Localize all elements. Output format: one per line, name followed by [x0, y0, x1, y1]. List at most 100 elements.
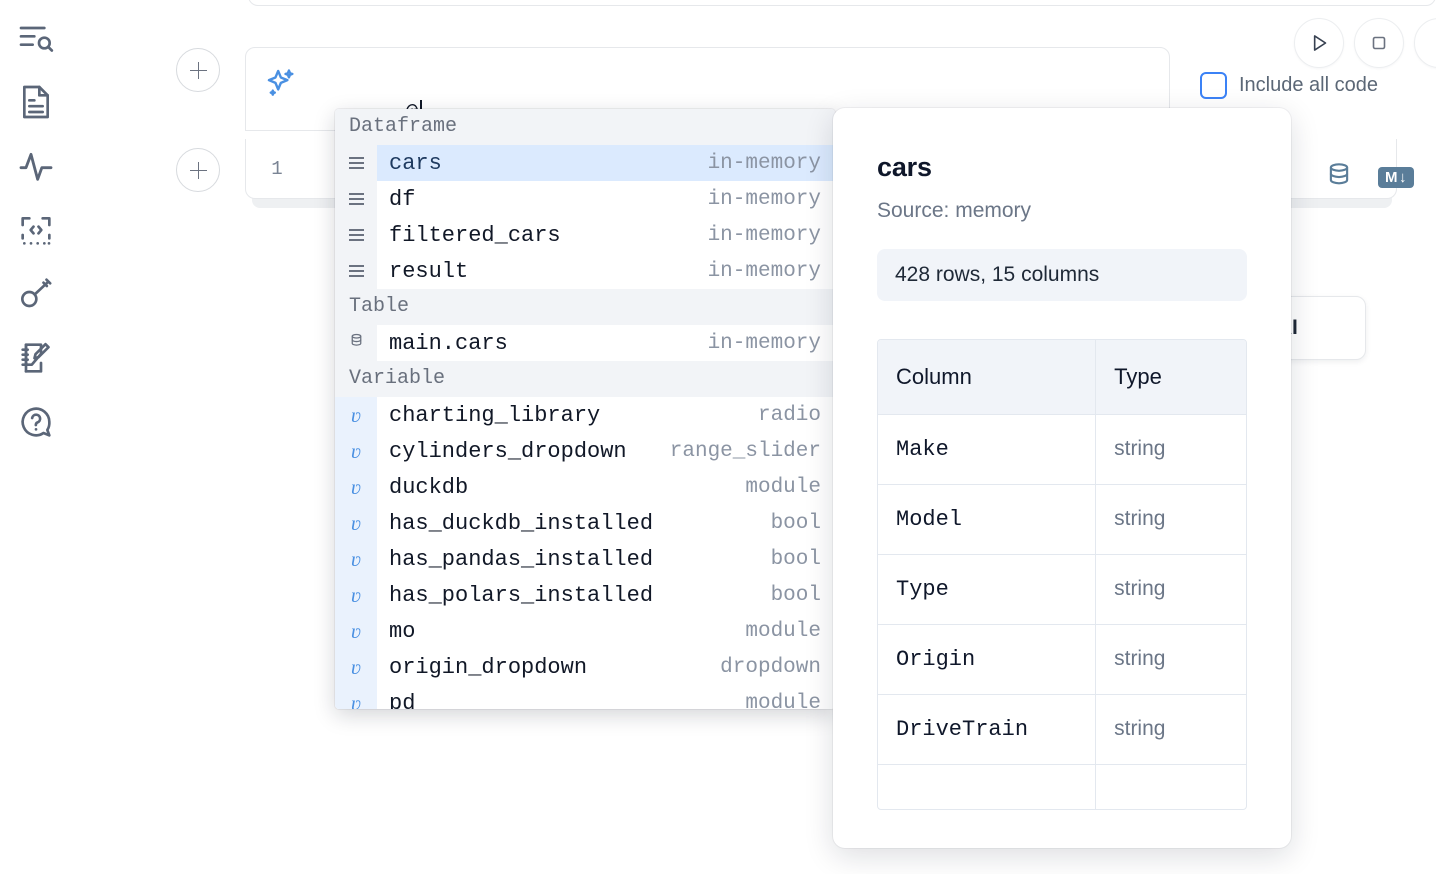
- autocomplete-item-icon: ʋ: [335, 541, 377, 577]
- autocomplete-item-meta: range_slider: [669, 439, 821, 463]
- autocomplete-item-meta: bool: [770, 547, 821, 571]
- variable-v-icon: ʋ: [350, 690, 362, 710]
- sidebar-item-file[interactable]: [14, 80, 58, 124]
- sidebar-item-activity[interactable]: [14, 144, 58, 188]
- autocomplete-item-meta: in-memory: [707, 259, 821, 283]
- autocomplete-item-meta: module: [745, 619, 821, 643]
- run-cell-button[interactable]: [1294, 18, 1344, 68]
- file-text-icon: [16, 82, 56, 122]
- autocomplete-item[interactable]: result in-memory: [335, 253, 835, 289]
- more-actions-button[interactable]: [1414, 18, 1436, 68]
- sidebar-item-scratchpad[interactable]: [14, 336, 58, 380]
- database-icon[interactable]: [1324, 160, 1354, 195]
- cell-column-name: DriveTrain: [878, 695, 1096, 765]
- cell-column-name: Origin: [878, 625, 1096, 695]
- autocomplete-item-icon: ʋ: [335, 649, 377, 685]
- autocomplete-item-icon: ʋ: [335, 577, 377, 613]
- variable-v-icon: ʋ: [350, 546, 362, 571]
- include-all-code-row[interactable]: Include all code: [1200, 72, 1378, 99]
- cell-column-type: [1095, 765, 1246, 809]
- autocomplete-item-icon: ʋ: [335, 613, 377, 649]
- autocomplete-item[interactable]: ʋ cylinders_dropdown range_slider: [335, 433, 835, 469]
- add-cell-below-button[interactable]: [176, 148, 220, 192]
- dataframe-lines-icon: [348, 265, 364, 277]
- autocomplete-item-icon: ʋ: [335, 505, 377, 541]
- doc-shape-badge: 428 rows, 15 columns: [877, 249, 1247, 301]
- markdown-badge-letter: M: [1385, 169, 1398, 186]
- autocomplete-item-icon: [335, 181, 377, 217]
- stop-cell-button[interactable]: [1354, 18, 1404, 68]
- autocomplete-item-name: cars: [389, 150, 442, 176]
- autocomplete-group-header: Variable: [335, 361, 835, 397]
- autocomplete-item-icon: [335, 217, 377, 253]
- markdown-icon[interactable]: M↓: [1378, 167, 1414, 188]
- column-header-column: Column: [878, 340, 1096, 415]
- cell-column-name: Model: [878, 485, 1096, 555]
- autocomplete-item-name: origin_dropdown: [389, 654, 588, 680]
- outline-search-icon: [16, 18, 56, 58]
- autocomplete-item-icon: [335, 145, 377, 181]
- autocomplete-item[interactable]: cars in-memory: [335, 145, 835, 181]
- autocomplete-item-icon: ʋ: [335, 433, 377, 469]
- autocomplete-item[interactable]: ʋ duckdb module: [335, 469, 835, 505]
- autocomplete-item-name: duckdb: [389, 474, 469, 500]
- autocomplete-item-name: pd: [389, 690, 416, 710]
- doc-source: Source: memory: [877, 199, 1032, 222]
- plus-icon: [189, 61, 207, 79]
- cell-column-type: string: [1095, 625, 1246, 695]
- autocomplete-item-name: charting_library: [389, 402, 601, 428]
- autocomplete-item-name: result: [389, 258, 469, 284]
- autocomplete-item-name: filtered_cars: [389, 222, 561, 248]
- sidebar-item-secrets[interactable]: [14, 272, 58, 316]
- sparkle-ai-icon: [264, 66, 298, 100]
- previous-cell-card: [248, 0, 1436, 6]
- autocomplete-item-meta: dropdown: [720, 655, 821, 679]
- dataframe-lines-icon: [348, 193, 364, 205]
- autocomplete-item-meta: bool: [770, 583, 821, 607]
- cell-column-name: Type: [878, 555, 1096, 625]
- table-row: [878, 765, 1246, 809]
- autocomplete-group-header: Dataframe: [335, 109, 835, 145]
- key-icon: [16, 274, 56, 314]
- autocomplete-item-meta: module: [745, 475, 821, 499]
- variable-v-icon: ʋ: [350, 438, 362, 463]
- sidebar-item-help[interactable]: [14, 400, 58, 444]
- autocomplete-item-icon: ʋ: [335, 469, 377, 505]
- activity-pulse-icon: [16, 146, 56, 186]
- run-controls: [1294, 18, 1436, 68]
- autocomplete-item-name: cylinders_dropdown: [389, 438, 627, 464]
- autocomplete-item-meta: bool: [770, 511, 821, 535]
- database-icon: [348, 332, 365, 354]
- variable-v-icon: ʋ: [350, 474, 362, 499]
- include-all-code-checkbox[interactable]: [1200, 72, 1227, 99]
- plus-icon: [189, 161, 207, 179]
- documentation-panel: cars Source: memory 428 rows, 15 columns…: [833, 108, 1291, 848]
- cell-icon-row: M↓: [1324, 160, 1414, 195]
- sidebar-item-outline[interactable]: [14, 16, 58, 60]
- cell-column-type: string: [1095, 695, 1246, 765]
- cell-column-name: Make: [878, 415, 1096, 485]
- variable-v-icon: ʋ: [350, 582, 362, 607]
- autocomplete-item-icon: [335, 325, 377, 361]
- variable-v-icon: ʋ: [350, 510, 362, 535]
- autocomplete-item-meta: in-memory: [707, 151, 821, 175]
- sidebar-item-snippets[interactable]: [14, 208, 58, 252]
- cell-column-name: [878, 765, 1095, 809]
- add-cell-above-button[interactable]: [176, 48, 220, 92]
- autocomplete-item[interactable]: ʋ origin_dropdown dropdown: [335, 649, 835, 685]
- autocomplete-item-icon: [335, 253, 377, 289]
